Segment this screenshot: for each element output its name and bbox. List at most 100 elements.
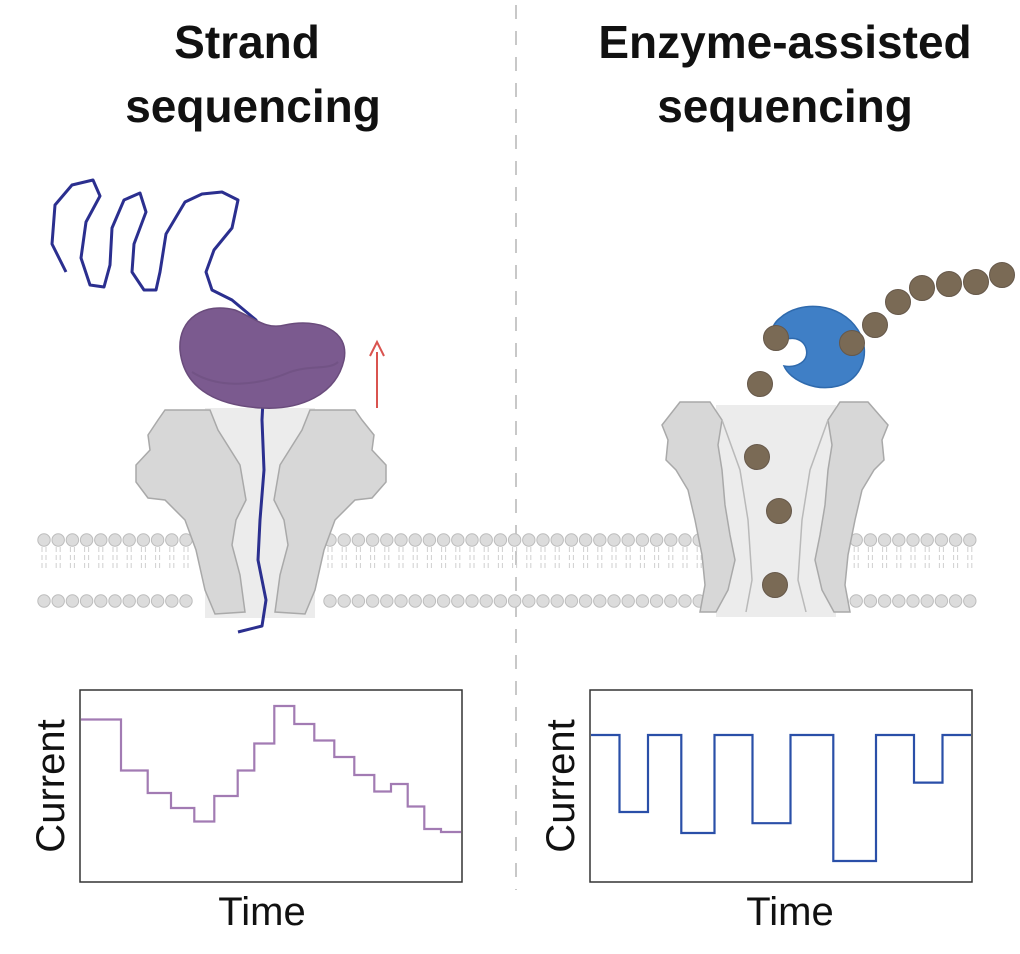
- lipid-head: [165, 533, 179, 547]
- nucleotide-bead: [762, 572, 788, 598]
- lipid-head: [422, 533, 437, 547]
- lipid-head: [578, 594, 593, 608]
- lipid-head: [664, 594, 678, 608]
- lipid-head: [108, 594, 122, 608]
- lipid-head: [934, 594, 949, 608]
- lipid-head: [351, 594, 366, 608]
- lipid-head: [635, 533, 650, 547]
- pore-right-half: [273, 409, 387, 615]
- lipid-head: [465, 533, 479, 547]
- right-title-line2: sequencing: [657, 80, 913, 132]
- lipid-head: [863, 594, 878, 608]
- lipid-head: [578, 533, 593, 547]
- lipid-head: [536, 594, 550, 608]
- lipid-head: [664, 533, 678, 547]
- nucleotide-bead: [839, 330, 865, 356]
- lipid-head: [920, 533, 934, 547]
- lipid-head: [108, 533, 122, 547]
- lipid-head: [564, 594, 579, 608]
- lipid-head: [493, 533, 508, 547]
- strand-direction-arrow-icon: [369, 339, 385, 408]
- lipid-head: [507, 594, 522, 608]
- lipid-head: [323, 594, 337, 608]
- lipid-head: [877, 594, 892, 608]
- left-title-line1: Strand: [174, 16, 320, 68]
- lipid-head: [892, 594, 906, 608]
- nucleotide-bead: [885, 289, 911, 315]
- lipid-head: [550, 594, 564, 608]
- lipid-head: [465, 594, 479, 608]
- lipid-head: [394, 594, 408, 608]
- lipid-head: [863, 533, 878, 547]
- lipid-head: [849, 594, 863, 608]
- lipid-head: [380, 533, 394, 547]
- lipid-head: [37, 594, 51, 608]
- lipid-head: [65, 594, 80, 608]
- right-plot-xlabel: Time: [746, 890, 833, 934]
- nucleotide-bead: [744, 444, 770, 470]
- lipid-head: [522, 594, 536, 608]
- left-plot-frame: [79, 689, 463, 883]
- lipid-head: [906, 594, 920, 608]
- lipid-head: [522, 533, 536, 547]
- nucleotide-bead: [747, 371, 773, 397]
- lipid-head: [150, 533, 165, 547]
- lipid-head: [136, 533, 151, 547]
- lipid-head: [479, 594, 493, 608]
- right-plot-frame: [589, 689, 973, 883]
- lipid-head: [536, 533, 550, 547]
- lipid-head: [678, 533, 692, 547]
- lipid-head: [436, 594, 451, 608]
- lipid-head: [607, 533, 621, 547]
- pore-right-panel-right-lobe: [814, 401, 889, 613]
- lipid-head: [564, 533, 579, 547]
- enzyme-assisted-illustration: [661, 262, 1015, 617]
- nucleotide-bead: [989, 262, 1015, 288]
- left-title-line2: sequencing: [125, 80, 381, 132]
- lipid-head: [451, 533, 465, 547]
- lipid-head: [649, 594, 664, 608]
- nucleotide-bead: [862, 312, 888, 338]
- nucleotide-bead: [766, 498, 792, 524]
- lipid-head: [380, 594, 394, 608]
- pore-right-panel-left-lobe: [661, 401, 736, 613]
- pore-inner-lining: [721, 419, 829, 613]
- right-title-line1: Enzyme-assisted: [598, 16, 971, 68]
- lipid-head: [877, 533, 892, 547]
- lipid-head: [963, 533, 977, 547]
- lipid-head: [934, 533, 949, 547]
- lipid-head: [337, 533, 351, 547]
- lipid-head: [906, 533, 920, 547]
- lipid-head: [593, 594, 607, 608]
- nucleotide-chain: [744, 262, 1015, 598]
- lipid-head: [94, 533, 108, 547]
- lipid-head: [351, 533, 366, 547]
- left-plot-xlabel: Time: [218, 890, 305, 934]
- left-plot-ylabel: Current: [29, 719, 73, 852]
- lipid-head: [920, 594, 934, 608]
- lipid-head: [948, 533, 963, 547]
- lipid-head: [892, 533, 906, 547]
- nucleotide-bead: [763, 325, 789, 351]
- lipid-head: [408, 594, 422, 608]
- lipid-head: [65, 533, 80, 547]
- pore-left-half: [135, 409, 247, 615]
- lipid-head: [365, 594, 380, 608]
- left-current-plot: Time Current: [29, 689, 463, 934]
- lipid-head: [621, 533, 635, 547]
- strand-sequencing-illustration: [50, 178, 387, 634]
- lipid-head: [51, 594, 65, 608]
- lipid-head: [79, 533, 94, 547]
- lipid-head: [150, 594, 165, 608]
- lipid-head: [51, 533, 65, 547]
- lipid-head: [136, 594, 151, 608]
- lipid-head: [621, 594, 635, 608]
- lipid-head: [94, 594, 108, 608]
- lipid-head: [948, 594, 963, 608]
- lipid-head: [635, 594, 650, 608]
- lipid-head: [122, 533, 136, 547]
- lipid-head: [122, 594, 136, 608]
- lipid-head: [607, 594, 621, 608]
- lipid-head: [179, 594, 193, 608]
